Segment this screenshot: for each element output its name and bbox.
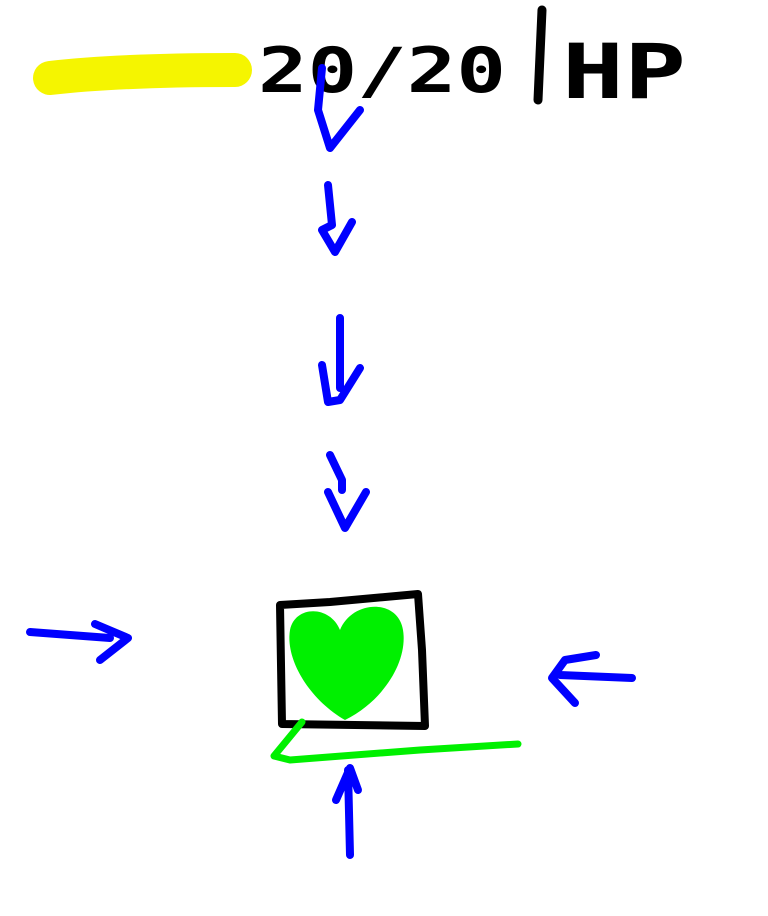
hud-separator [533,5,547,105]
arrow-icon [314,64,364,152]
hp-label: HP [562,27,686,116]
hud: 20/20 HP [33,5,686,116]
arrow-icon [318,314,364,406]
arrow-icon [26,620,132,664]
hp-value: 20/20 [258,34,506,107]
arrow-icon [324,451,370,532]
hp-bar [33,53,252,95]
ground-line [270,718,522,764]
arrow-icon [332,764,362,859]
arrow-icon [548,651,636,707]
heart-icon [289,606,404,720]
arrow-icon [318,181,356,256]
battle-box [276,590,429,730]
